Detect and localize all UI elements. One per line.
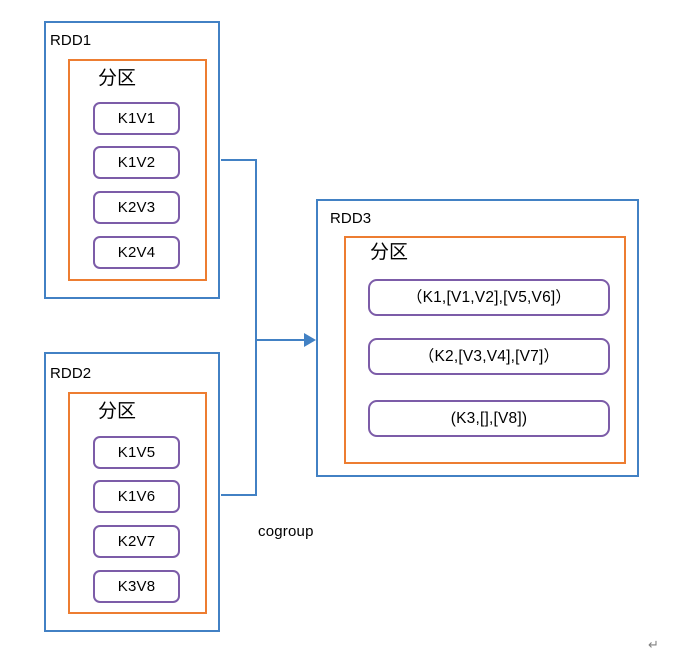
rdd2-record-1[interactable]: K1V5 [93,436,180,469]
rdd2-label: RDD2 [50,365,92,382]
rdd1-record-1[interactable]: K1V1 [93,102,180,135]
spellcheck-underline-icon [258,541,332,545]
rdd2-partition-label: 分区 [98,400,137,422]
rdd2-record-4[interactable]: K3V8 [93,570,180,603]
connector-branch-rdd1 [221,159,257,340]
cogroup-caption: cogroup [258,523,314,540]
rdd3-record-1[interactable]: （K1,[V1,V2],[V5,V6]） [368,279,610,316]
connector-branch-rdd2 [221,340,257,496]
rdd3-record-3[interactable]: (K3,[],[V8]) [368,400,610,437]
rdd2-record-3[interactable]: K2V7 [93,525,180,558]
rdd1-label: RDD1 [50,32,92,49]
rdd1-record-2[interactable]: K1V2 [93,146,180,179]
arrowhead-icon [304,333,316,347]
paragraph-mark-icon: ↵ [648,638,659,653]
rdd3-label: RDD3 [330,210,372,227]
rdd3-record-2[interactable]: （K2,[V3,V4],[V7]） [368,338,610,375]
rdd1-partition-label: 分区 [98,67,137,89]
rdd1-record-3[interactable]: K2V3 [93,191,180,224]
rdd1-record-4[interactable]: K2V4 [93,236,180,269]
rdd3-partition-label: 分区 [370,241,409,263]
rdd2-record-2[interactable]: K1V6 [93,480,180,513]
